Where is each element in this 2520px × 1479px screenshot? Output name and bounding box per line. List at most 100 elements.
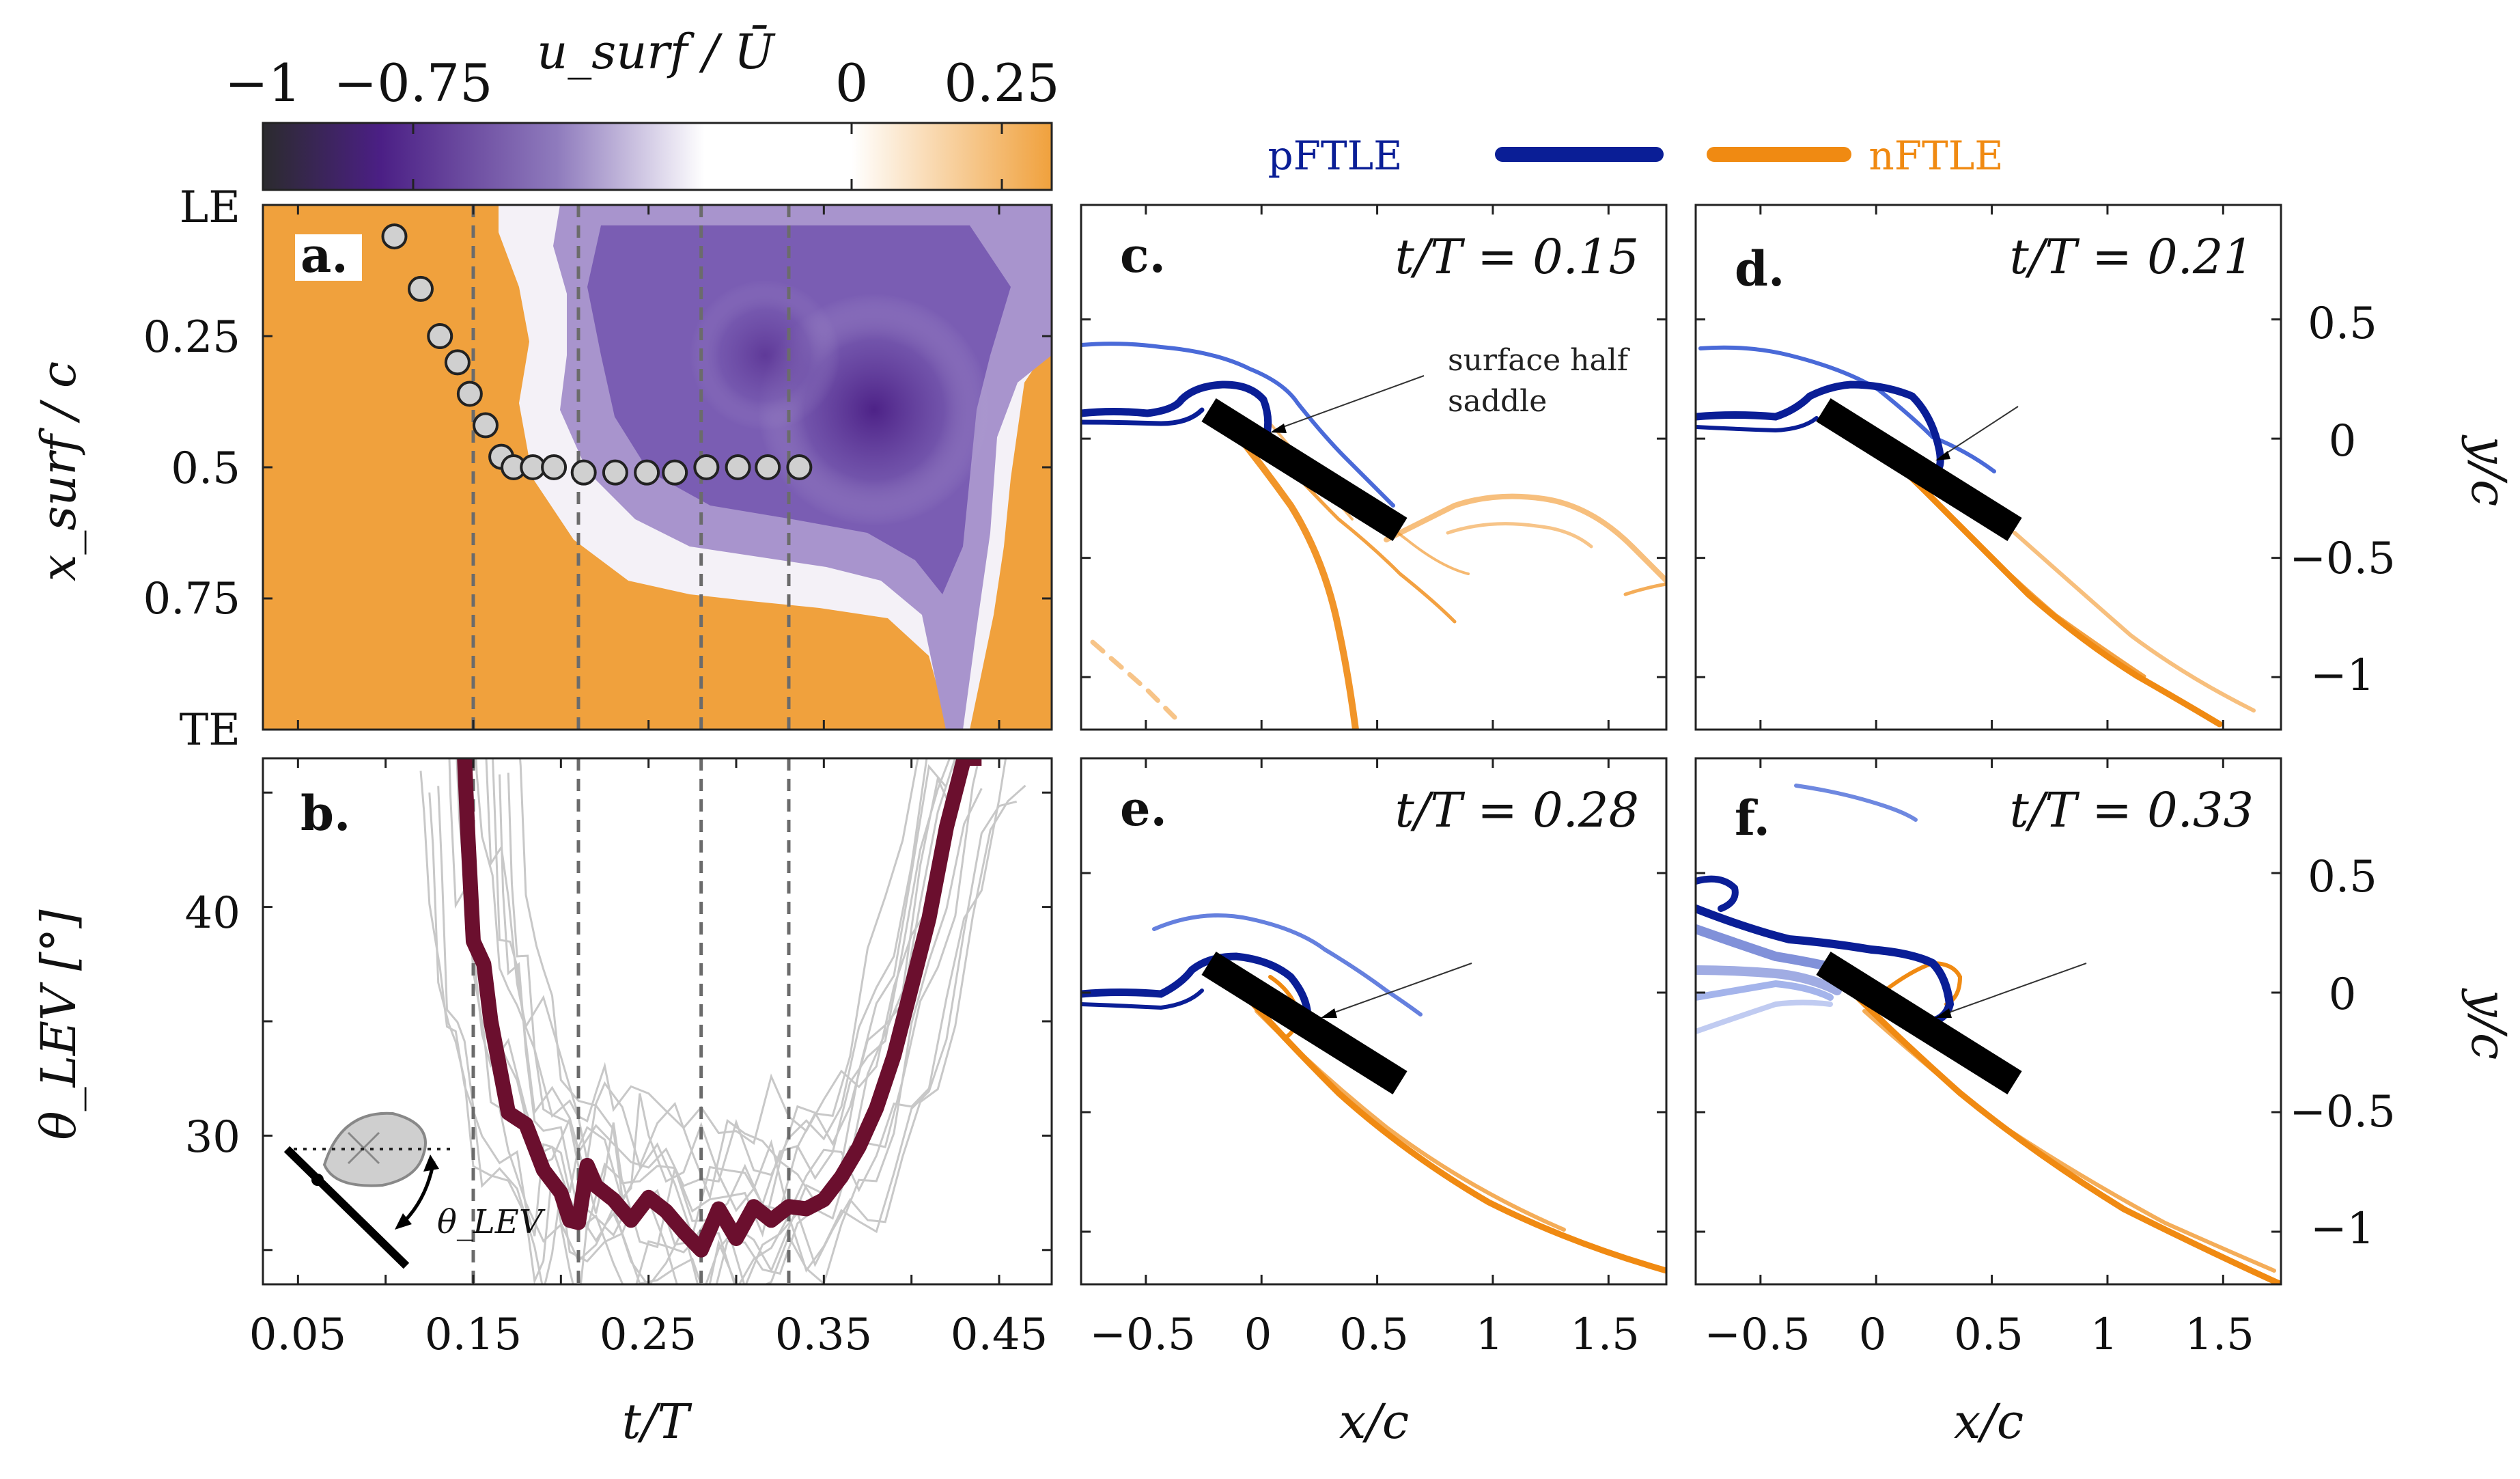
y-tick: −1 bbox=[2310, 650, 2375, 701]
pftle-ridges bbox=[1081, 913, 1423, 1027]
panel-a: a. LE 0.25 0.5 0.75 TE x_surf / c bbox=[31, 182, 1053, 756]
y-axis-label-f: y/c bbox=[2461, 988, 2517, 1060]
lev-marker bbox=[381, 223, 408, 250]
x-axis-label-b: t/T bbox=[622, 1394, 692, 1450]
y-tick: 30 bbox=[185, 1112, 240, 1163]
lev-marker bbox=[408, 275, 434, 302]
colorbar-tick: 0.25 bbox=[944, 53, 1059, 113]
y-tick: LE bbox=[180, 182, 240, 233]
panel-time-d: t/T = 0.21 bbox=[2010, 229, 2254, 285]
x-tick: 0.15 bbox=[425, 1310, 522, 1360]
lev-marker bbox=[472, 412, 499, 439]
panel-f: f. t/T = 0.33 −0.5 0 0.5 1 1.5 x/c 0.5 0… bbox=[1694, 757, 2517, 1450]
theta-thin-curve bbox=[518, 758, 1007, 1217]
colorbar-tick: −1 bbox=[225, 53, 301, 113]
colorbar: −1 −0.75 0 0.25 u_surf / Ū bbox=[225, 24, 1060, 191]
y-tick: TE bbox=[180, 705, 240, 756]
y-tick: 0.5 bbox=[2308, 299, 2377, 349]
airfoil-plate bbox=[1816, 952, 2022, 1094]
panel-time-f: t/T = 0.33 bbox=[2010, 782, 2254, 838]
lev-marker bbox=[725, 454, 751, 480]
x-tick: 0 bbox=[1244, 1310, 1272, 1360]
y-tick: 0.25 bbox=[143, 312, 241, 363]
airfoil-plate bbox=[1201, 952, 1408, 1094]
annotation-line-2: saddle bbox=[1448, 384, 1547, 419]
pftle-ridges bbox=[1696, 784, 1955, 1034]
x-tick: 0.5 bbox=[1339, 1310, 1409, 1360]
annotation-line-1: surface half bbox=[1448, 343, 1630, 378]
lev-marker bbox=[456, 381, 483, 407]
airfoil-plate bbox=[1201, 398, 1408, 541]
y-tick: −1 bbox=[2310, 1204, 2375, 1254]
theta-thin-curve bbox=[463, 788, 983, 1284]
y-axis-label-d: y/c bbox=[2461, 434, 2517, 506]
lev-position-markers bbox=[381, 223, 813, 486]
lev-marker bbox=[541, 454, 568, 480]
annotation-arrow bbox=[1939, 963, 2087, 1017]
x-tick: 0.25 bbox=[600, 1310, 697, 1360]
y-axis-label-b: θ_LEV [°] bbox=[31, 909, 87, 1140]
theta-thin-curve bbox=[419, 758, 919, 1249]
theta-inset-diagram: θ_LEV bbox=[283, 1111, 546, 1269]
y-tick: −0.5 bbox=[2289, 534, 2395, 584]
pftle-ridges bbox=[1696, 345, 1996, 475]
colorbar-tick: −0.75 bbox=[334, 53, 493, 113]
colorbar-tick: 0 bbox=[835, 53, 868, 113]
panel-d: d. t/T = 0.21 0.5 0 −0.5 −1 y/c bbox=[1694, 204, 2517, 731]
panel-label-c: c. bbox=[1120, 227, 1166, 284]
panel-time-e: t/T = 0.28 bbox=[1395, 782, 1639, 838]
y-tick: 0.5 bbox=[171, 443, 240, 494]
x-tick: 0.45 bbox=[951, 1310, 1048, 1360]
lev-marker bbox=[786, 454, 813, 480]
theta-mean-curve bbox=[457, 758, 982, 1258]
y-tick: −0.5 bbox=[2289, 1087, 2395, 1137]
x-axis-label-f: x/c bbox=[1954, 1394, 2024, 1450]
panel-label-f: f. bbox=[1735, 790, 1770, 846]
lev-marker bbox=[602, 459, 628, 486]
x-axis-label-e: x/c bbox=[1339, 1394, 1409, 1450]
panel-c: c. t/T = 0.15 surface half saddle bbox=[1080, 204, 1668, 731]
airfoil-plate bbox=[1816, 398, 2022, 541]
y-axis-label-a: x_surf / c bbox=[31, 361, 87, 581]
colorbar-label: u_surf / Ū bbox=[537, 24, 776, 80]
panel-label-b: b. bbox=[300, 785, 350, 842]
lev-marker bbox=[570, 459, 597, 486]
x-tick: 1 bbox=[2090, 1310, 2118, 1360]
y-tick: 0 bbox=[2329, 969, 2357, 1020]
x-tick: 0.35 bbox=[775, 1310, 873, 1360]
lev-marker bbox=[662, 459, 688, 486]
y-tick: 0.75 bbox=[143, 574, 241, 624]
lev-marker bbox=[427, 323, 453, 349]
legend-nftle-label: nFTLE bbox=[1868, 133, 2003, 179]
x-tick: 0 bbox=[1859, 1310, 1887, 1360]
x-tick: 1.5 bbox=[2185, 1310, 2254, 1360]
dashed-time-lines bbox=[471, 205, 791, 730]
y-tick: 0 bbox=[2329, 416, 2357, 467]
x-tick: 0.05 bbox=[249, 1310, 347, 1360]
y-tick: 0.5 bbox=[2308, 852, 2377, 902]
lev-marker bbox=[693, 454, 720, 480]
panel-time-c: t/T = 0.15 bbox=[1395, 229, 1639, 285]
nftle-ridges bbox=[1090, 413, 1666, 730]
y-tick: 40 bbox=[185, 888, 240, 939]
panel-label-e: e. bbox=[1120, 780, 1167, 837]
panel-label-a: a. bbox=[300, 227, 348, 284]
x-tick: −0.5 bbox=[1089, 1310, 1195, 1360]
x-tick: 1 bbox=[1476, 1310, 1504, 1360]
theta-thin-curve bbox=[475, 758, 957, 1201]
annotation-arrow bbox=[1324, 963, 1472, 1017]
legend-pftle-label: pFTLE bbox=[1268, 133, 1403, 179]
lev-marker bbox=[444, 349, 471, 376]
annotation-arrow bbox=[1273, 375, 1425, 431]
panel-e: e. t/T = 0.28 −0.5 0 0.5 1 1.5 x/c bbox=[1080, 757, 1668, 1450]
lev-marker bbox=[755, 454, 781, 480]
theta-inset-label: θ_LEV bbox=[437, 1203, 546, 1241]
panel-b: θ_LEV b. 30 40 0.05 0.15 0.25 0.35 0.45 … bbox=[31, 757, 1053, 1450]
annotation-arrow bbox=[1939, 406, 2019, 458]
lev-marker bbox=[634, 459, 660, 486]
nftle-ridges bbox=[1840, 960, 2281, 1284]
panel-label-d: d. bbox=[1735, 240, 1784, 297]
x-tick: −0.5 bbox=[1704, 1310, 1810, 1360]
legend: pFTLE nFTLE bbox=[1268, 133, 2004, 179]
